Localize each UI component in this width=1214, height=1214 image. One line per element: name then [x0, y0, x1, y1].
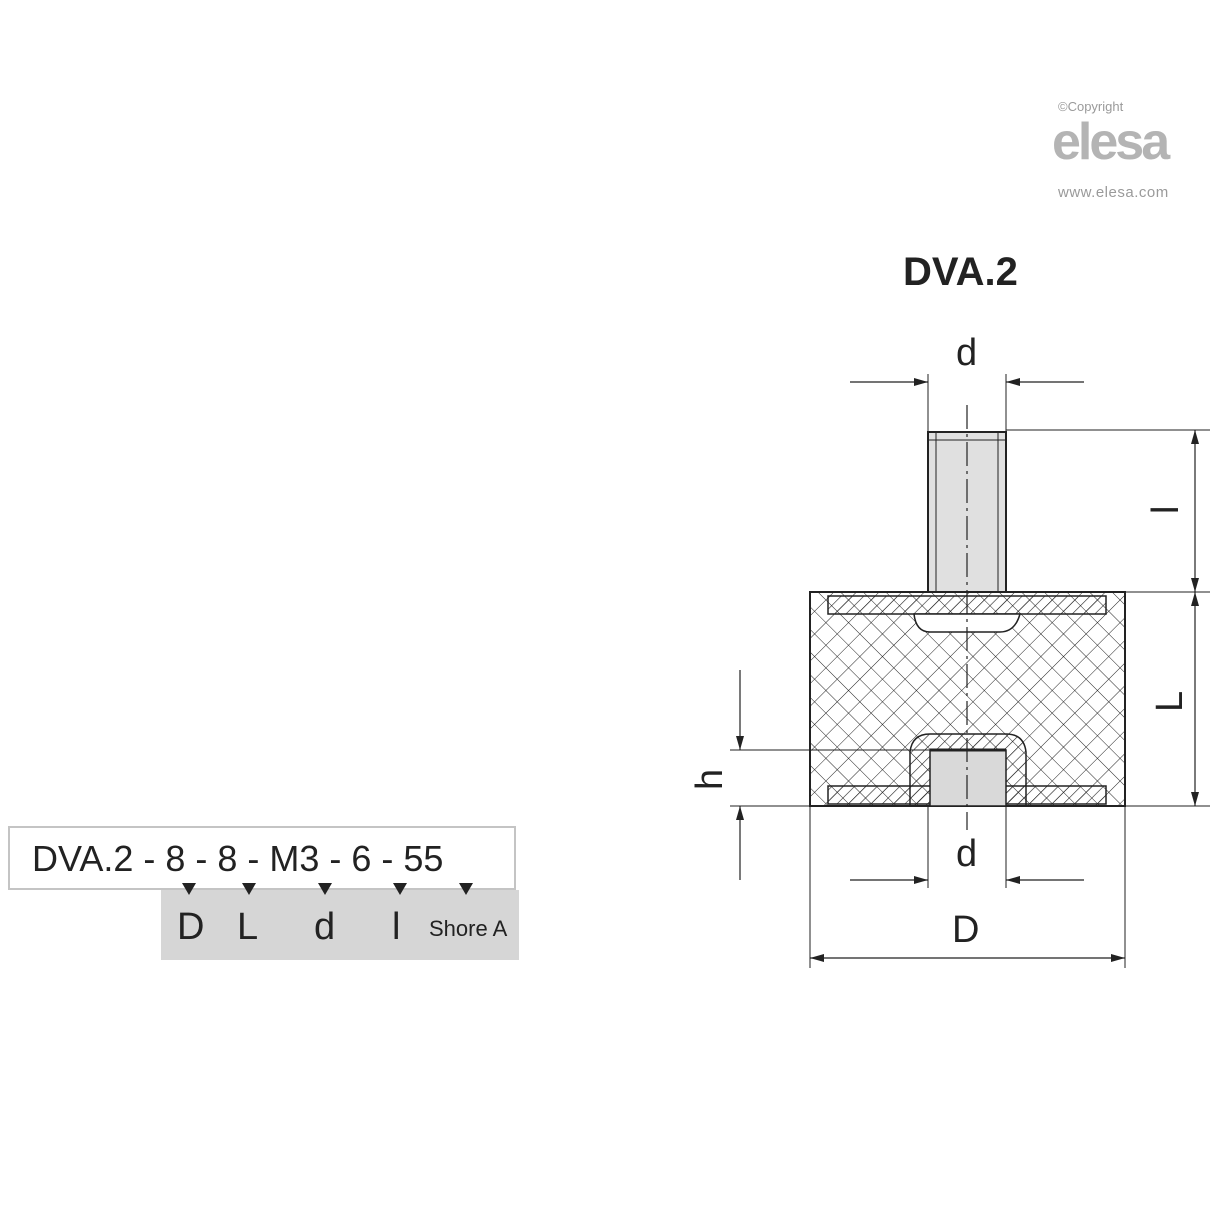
dim-label-top-d: d: [956, 332, 977, 374]
legend-d: d: [314, 906, 336, 948]
pointer-arrow-l: [393, 883, 407, 895]
product-title: DVA.2: [903, 250, 1018, 294]
ordering-code-text: DVA.2 - 8 - 8 - M3 - 6 - 55: [32, 838, 444, 879]
stud-boss: [913, 613, 1021, 633]
legend-D: D: [177, 906, 205, 948]
brand-logo: elesa: [1052, 113, 1170, 171]
ordering-code-box: DVA.2 - 8 - 8 - M3 - 6 - 55: [8, 826, 516, 890]
dim-label-h: h: [689, 769, 731, 790]
pointer-arrow-L: [242, 883, 256, 895]
code-legend-box: [161, 890, 519, 960]
pointer-arrow-d: [318, 883, 332, 895]
website-text: www.elesa.com: [1058, 184, 1169, 201]
dim-label-L: L: [1149, 691, 1191, 712]
legend-l: l: [392, 906, 401, 948]
pointer-arrow-shore: [459, 883, 473, 895]
bottom-thread-hole: [929, 749, 1007, 807]
dim-label-bottom-d: d: [956, 833, 977, 875]
pointer-arrow-D: [182, 883, 196, 895]
copyright-notice: ©Copyright: [1058, 99, 1124, 114]
dim-label-l: l: [1145, 506, 1187, 514]
dim-label-D: D: [952, 909, 979, 951]
legend-L: L: [237, 906, 259, 948]
legend-shore-a: Shore A: [429, 916, 508, 941]
